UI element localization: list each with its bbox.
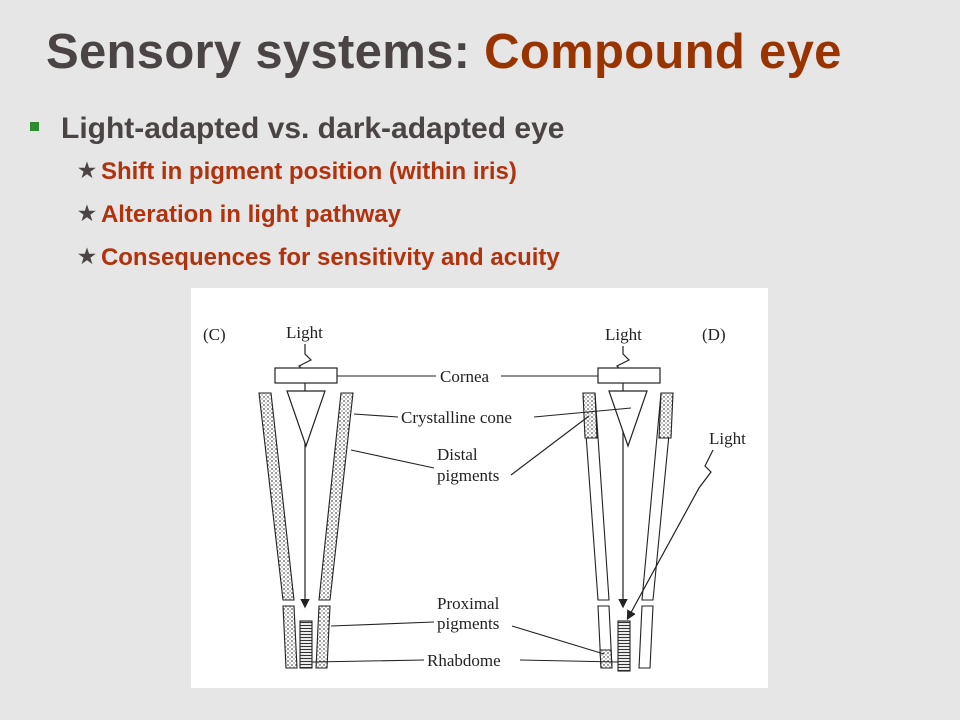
rhabdome-d: [617, 620, 631, 672]
star-bullet-icon: ★: [78, 246, 96, 268]
proximal-pigment-d-right: [638, 605, 654, 669]
proximal-label-line2: pigments: [437, 614, 499, 633]
distal-label-line1: Distal: [437, 445, 478, 464]
distal-pigment-d-right-top: [658, 392, 674, 439]
distal-pigment-c-left: [258, 392, 295, 601]
sub-bullet-text: Consequences for sensitivity and acuity: [100, 244, 560, 271]
main-bullet: Light-adapted vs. dark-adapted eye: [30, 112, 564, 146]
proximal-pigment-c-right: [315, 605, 331, 669]
ommatidia-diagram: (C) (D) Light Light: [203, 323, 746, 672]
sub-bullet-3: ★Consequences for sensitivity and acuity: [78, 244, 560, 272]
rhabdome-c: [299, 620, 313, 669]
sub-bullet-2: ★Alteration in light pathway: [78, 201, 401, 229]
compound-eye-figure: (C) (D) Light Light: [191, 288, 768, 688]
cornea-label: Cornea: [440, 367, 490, 386]
distal-pigment-d-left-top: [582, 392, 598, 439]
distal-label-line2: pigments: [437, 466, 499, 485]
panel-c-label: (C): [203, 325, 226, 344]
proximal-pigment-d-left-base: [599, 649, 613, 669]
crystalline-cone-c: [286, 390, 326, 448]
crystalline-cone-label: Crystalline cone: [401, 408, 512, 427]
star-bullet-icon: ★: [78, 160, 96, 182]
light-d-top-label: Light: [605, 325, 642, 344]
cornea-c: [274, 367, 338, 384]
panel-d-label: (D): [702, 325, 726, 344]
sub-bullet-text: Alteration in light pathway: [100, 201, 401, 228]
light-d-side-label: Light: [709, 429, 746, 448]
proximal-label-line1: Proximal: [437, 594, 500, 613]
light-c-label: Light: [286, 323, 323, 342]
sub-bullet-1: ★Shift in pigment position (within iris): [78, 158, 517, 186]
crystalline-cone-d: [608, 390, 648, 448]
main-bullet-text: Light-adapted vs. dark-adapted eye: [61, 112, 565, 145]
slide-title: Sensory systems: Compound eye: [46, 24, 946, 80]
title-main: Sensory systems:: [46, 25, 471, 79]
square-bullet-icon: [30, 121, 39, 131]
rhabdome-label: Rhabdome: [427, 651, 501, 670]
title-accent: Compound eye: [484, 25, 842, 79]
cornea-d: [597, 367, 661, 384]
distal-pigment-c-right: [318, 392, 354, 601]
sub-bullet-text: Shift in pigment position (within iris): [100, 158, 517, 185]
light-ray-d: [615, 346, 631, 609]
oblique-light-ray-d: [626, 449, 714, 621]
star-bullet-icon: ★: [78, 203, 96, 225]
proximal-pigment-c-left: [282, 605, 298, 669]
